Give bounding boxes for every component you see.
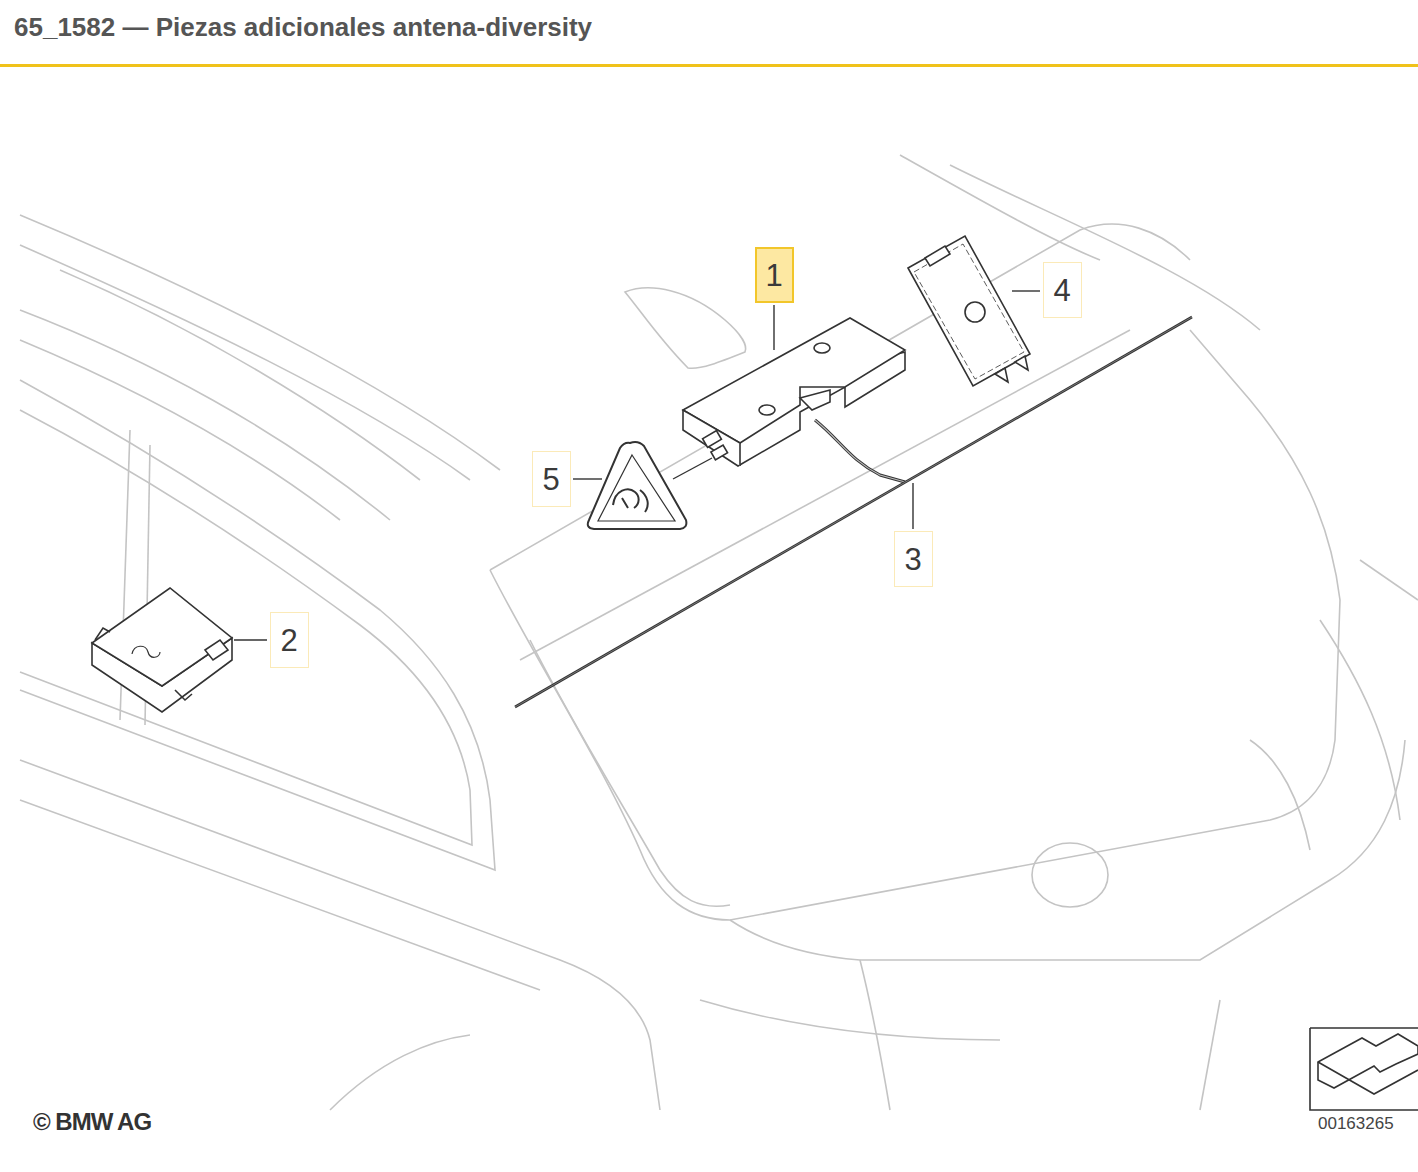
callout-box: 3 <box>894 531 933 587</box>
callout-box: 2 <box>270 612 309 668</box>
callout-box: 5 <box>532 451 571 507</box>
callout-box: 4 <box>1043 262 1082 318</box>
callout-number: 1 <box>765 260 782 291</box>
page-title: 65_1582 — Piezas adicionales antena-dive… <box>14 12 592 43</box>
callout-number: 4 <box>1053 275 1070 306</box>
callout-box: 1 <box>755 247 794 303</box>
copyright-mark: © BMW AG <box>33 1108 151 1136</box>
callout-number: 5 <box>542 464 559 495</box>
callout-number: 3 <box>904 544 921 575</box>
callout-number: 2 <box>280 625 297 656</box>
drawing-number: 00163265 <box>1318 1114 1394 1134</box>
title-rule <box>0 64 1418 67</box>
